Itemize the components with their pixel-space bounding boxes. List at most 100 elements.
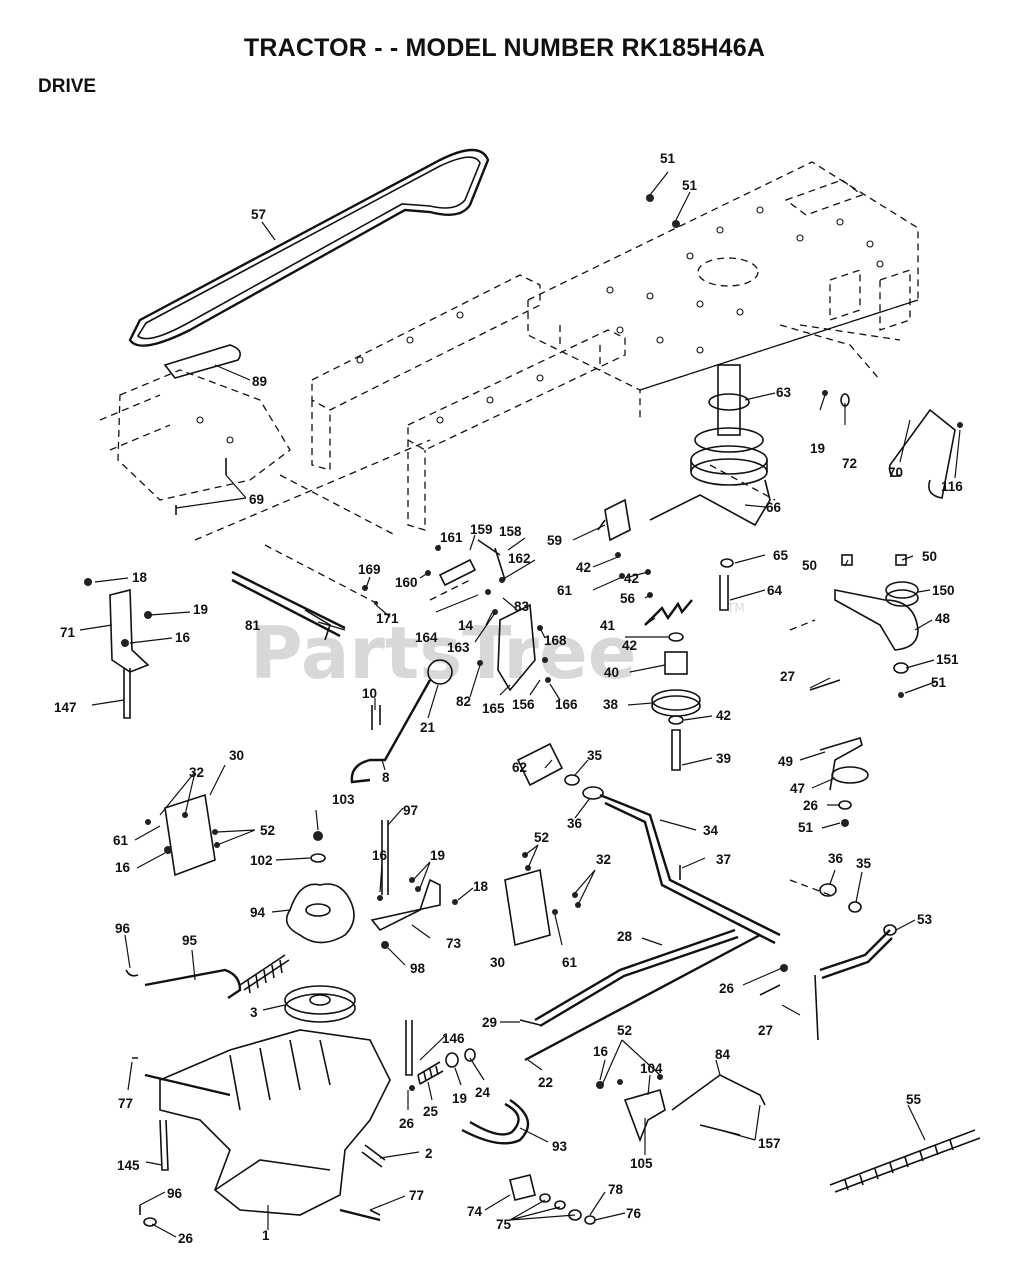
callout-166: 166 — [555, 697, 578, 712]
callout-26: 26 — [719, 981, 735, 996]
bolt-69 — [175, 458, 227, 515]
callout-30: 30 — [490, 955, 505, 970]
rod-34 — [599, 793, 781, 945]
callout-95: 95 — [182, 933, 198, 948]
callout-78: 78 — [608, 1182, 624, 1197]
callout-49: 49 — [778, 754, 793, 769]
bracket-73 — [370, 878, 441, 932]
callout-52: 52 — [260, 823, 275, 838]
callout-163: 163 — [447, 640, 470, 655]
callout-75: 75 — [496, 1217, 512, 1232]
callout-61: 61 — [562, 955, 578, 970]
callout-39: 39 — [716, 751, 731, 766]
callout-16: 16 — [372, 848, 388, 863]
callout-28: 28 — [617, 929, 633, 944]
callout-97: 97 — [403, 803, 418, 818]
callout-51: 51 — [660, 151, 676, 166]
callout-165: 165 — [482, 701, 505, 716]
hose-93 — [461, 1099, 530, 1145]
transaxle-pulley — [284, 985, 356, 1015]
callout-14: 14 — [458, 618, 474, 633]
callout-35: 35 — [587, 748, 603, 763]
spring-25 — [417, 1061, 444, 1085]
bolt-27 — [759, 974, 819, 1041]
callout-51: 51 — [682, 178, 698, 193]
callout-34: 34 — [703, 823, 719, 838]
callout-42: 42 — [622, 638, 637, 653]
callout-51: 51 — [798, 820, 814, 835]
callout-50: 50 — [922, 549, 937, 564]
bolt-146 — [405, 1020, 413, 1076]
section-heading: DRIVE — [38, 76, 97, 97]
rod-53 — [819, 929, 893, 980]
callout-27: 27 — [780, 669, 795, 684]
callout-63: 63 — [776, 385, 792, 400]
callout-57: 57 — [251, 207, 266, 222]
callout-38: 38 — [603, 697, 619, 712]
callout-16: 16 — [593, 1044, 609, 1059]
callout-26: 26 — [803, 798, 819, 813]
callout-169: 169 — [358, 562, 381, 577]
callout-16: 16 — [175, 630, 191, 645]
callout-104: 104 — [640, 1061, 663, 1076]
callout-55: 55 — [906, 1092, 922, 1107]
callout-64: 64 — [767, 583, 783, 598]
callout-50: 50 — [802, 558, 817, 573]
spring-95 — [239, 954, 290, 994]
callout-41: 41 — [600, 618, 616, 633]
callout-83: 83 — [514, 599, 530, 614]
callout-32: 32 — [189, 765, 204, 780]
callout-53: 53 — [917, 912, 933, 927]
callout-156: 156 — [512, 697, 535, 712]
callout-22: 22 — [538, 1075, 553, 1090]
callout-61: 61 — [113, 833, 129, 848]
leader-lines — [79, 171, 961, 1238]
shaft-95 — [144, 968, 242, 999]
callout-47: 47 — [790, 781, 805, 796]
washer-35-right — [848, 901, 862, 913]
callout-160: 160 — [395, 575, 418, 590]
callout-168: 168 — [544, 633, 567, 648]
callout-19: 19 — [452, 1091, 467, 1106]
watermark-text: PartsTree — [250, 611, 637, 695]
callout-42: 42 — [716, 708, 731, 723]
callout-52: 52 — [617, 1023, 632, 1038]
callout-35: 35 — [856, 856, 872, 871]
callout-164: 164 — [415, 630, 438, 645]
callout-3: 3 — [250, 1005, 258, 1020]
callout-84: 84 — [715, 1047, 731, 1062]
bracket-30-right — [504, 868, 551, 947]
callout-27: 27 — [758, 1023, 773, 1038]
bracket-71 — [109, 588, 150, 673]
bracket-59 — [597, 498, 631, 542]
rod-97 — [381, 820, 389, 895]
callout-42: 42 — [624, 571, 639, 586]
bracket-165 — [497, 603, 536, 692]
shaft-81 — [231, 570, 346, 638]
callout-19: 19 — [193, 602, 208, 617]
callout-102: 102 — [250, 853, 273, 868]
callout-96: 96 — [115, 921, 131, 936]
bolt-64 — [719, 575, 729, 611]
rod-84 — [671, 1074, 766, 1111]
callout-32: 32 — [596, 852, 611, 867]
bolt-147 — [123, 668, 131, 719]
callout-82: 82 — [456, 694, 471, 709]
callout-18: 18 — [473, 879, 489, 894]
callout-52: 52 — [534, 830, 549, 845]
callout-145: 145 — [117, 1158, 140, 1173]
callout-26: 26 — [178, 1231, 194, 1246]
rod-28 — [534, 928, 739, 1028]
spacer-74 — [509, 1174, 536, 1201]
pulley-150 — [885, 581, 919, 599]
callout-151: 151 — [936, 652, 959, 667]
callout-73: 73 — [446, 936, 462, 951]
callout-76: 76 — [626, 1206, 642, 1221]
belt-guide — [163, 344, 241, 379]
callout-77: 77 — [118, 1096, 133, 1111]
cooling-fan — [285, 883, 355, 944]
callout-65: 65 — [773, 548, 789, 563]
callout-40: 40 — [604, 665, 619, 680]
callout-162: 162 — [508, 551, 531, 566]
rod-end-29 — [519, 1019, 541, 1026]
